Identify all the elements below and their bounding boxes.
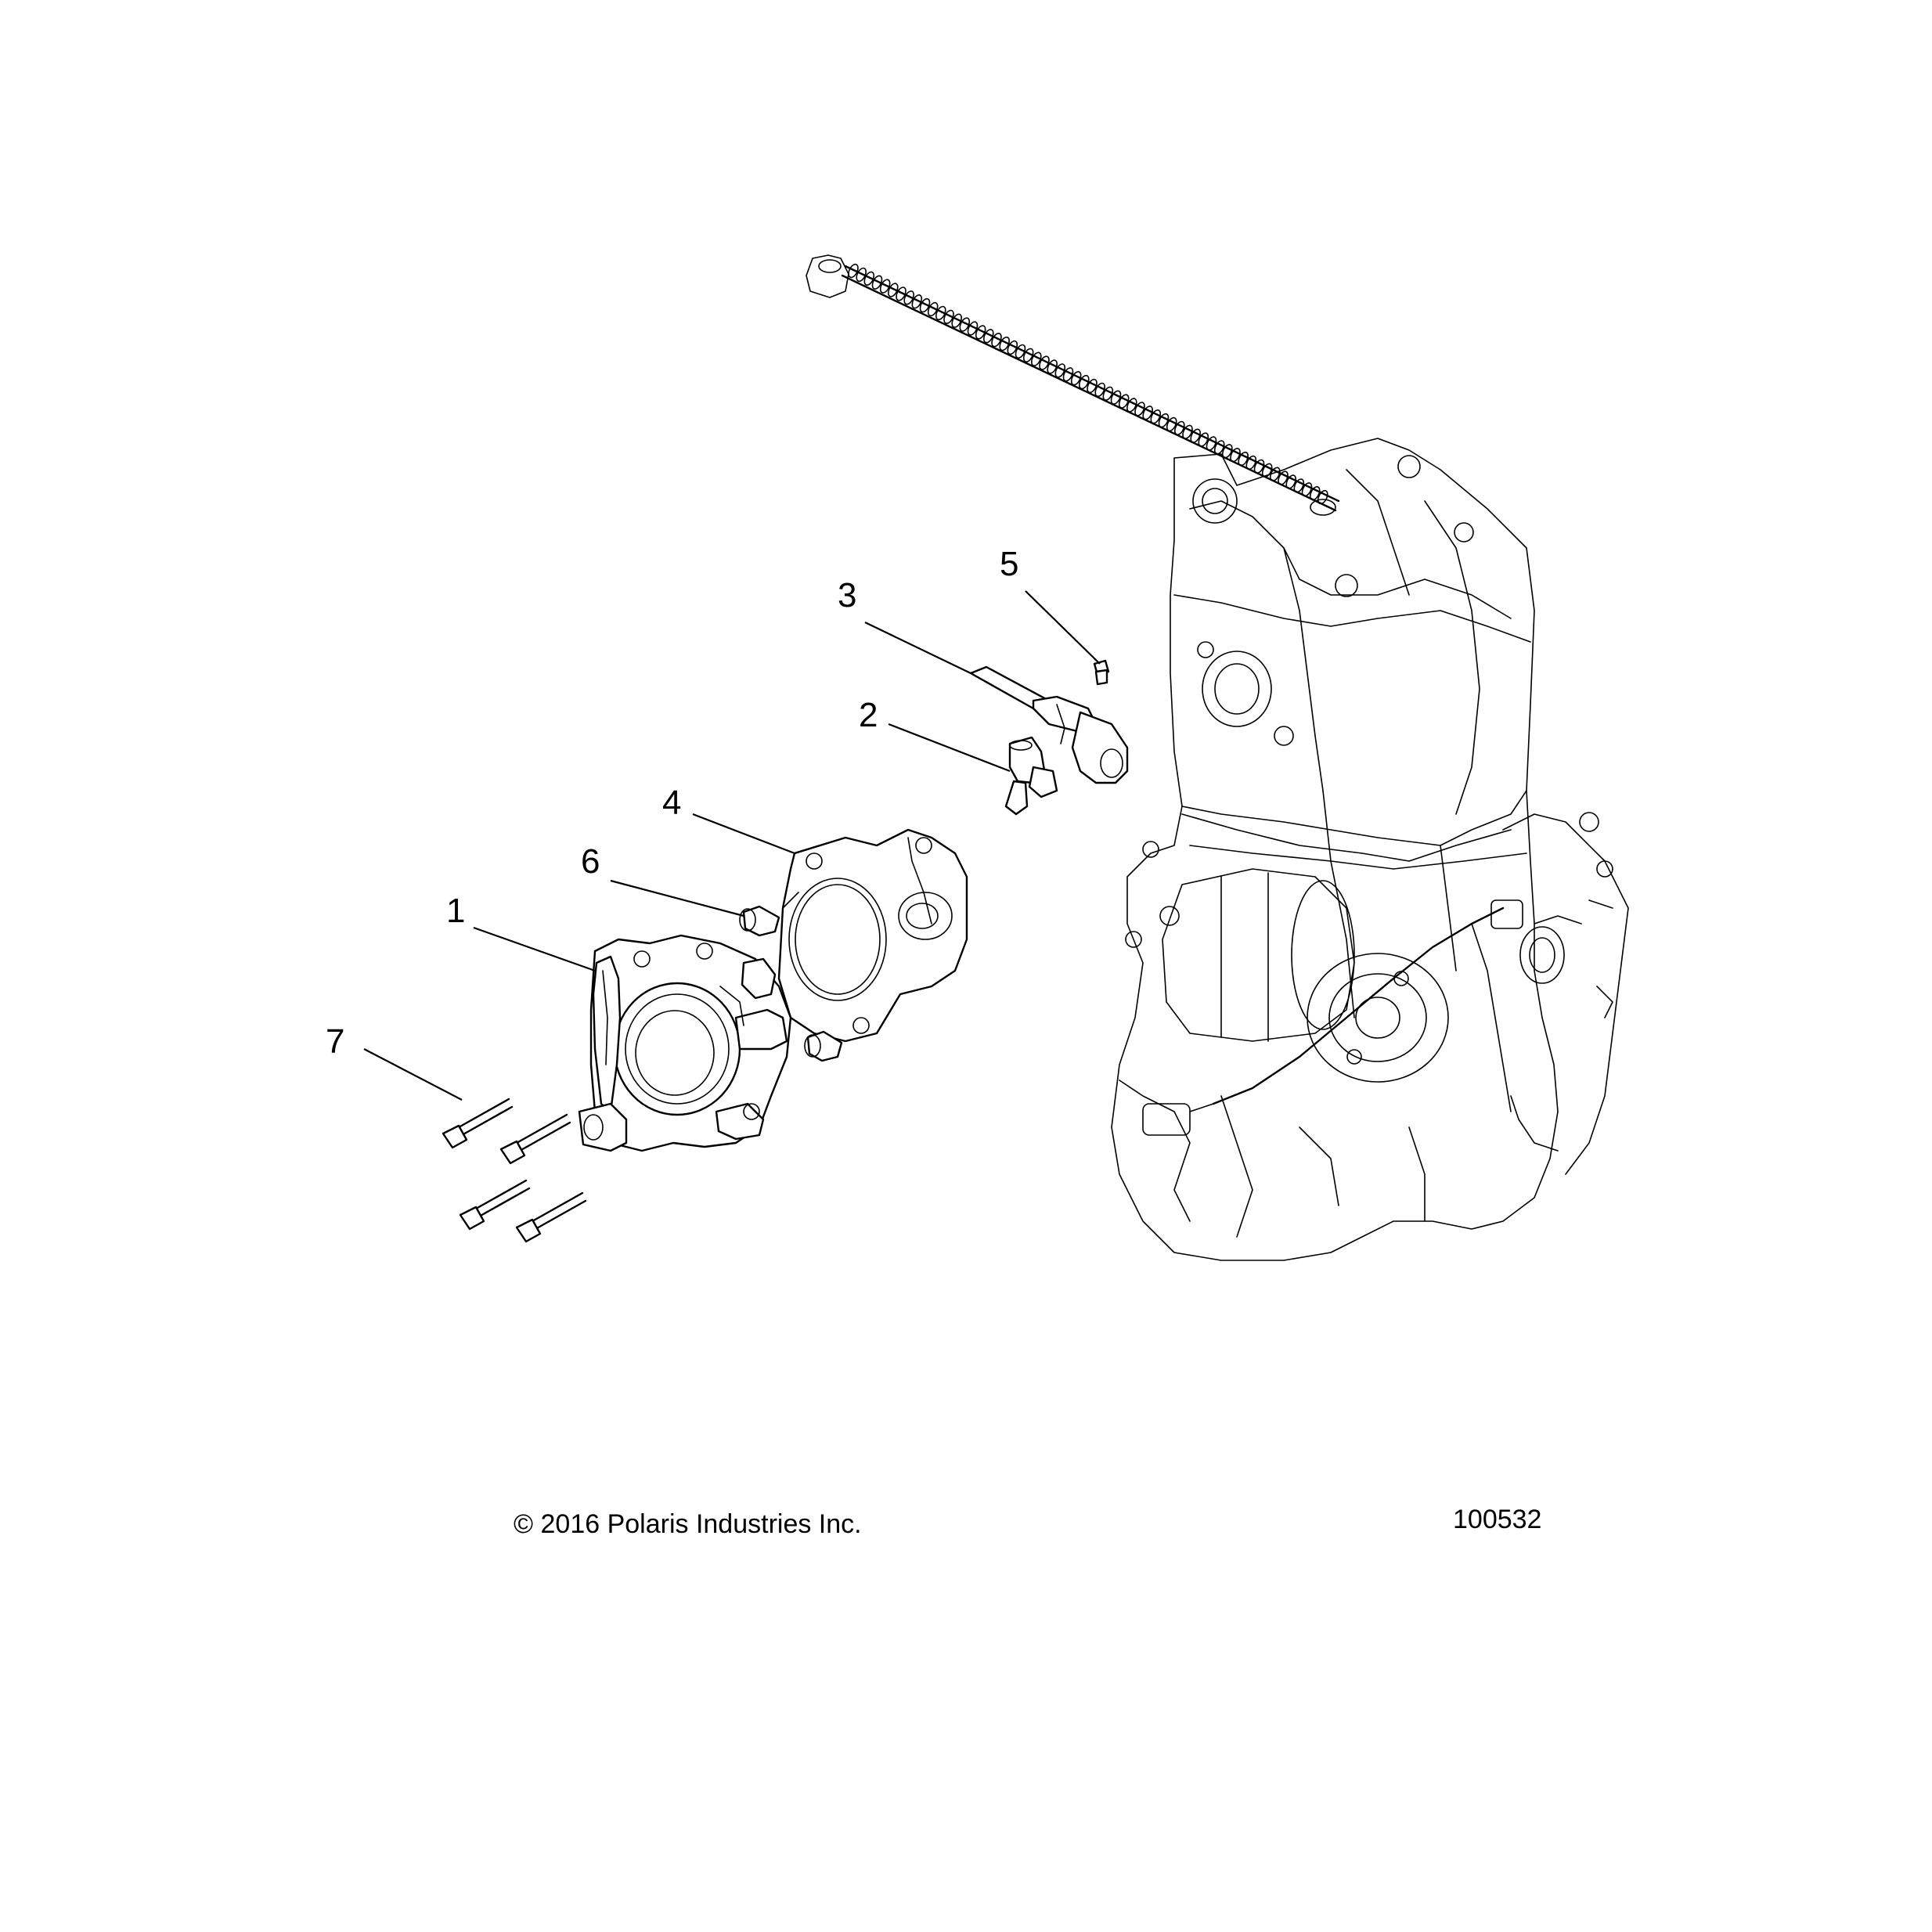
coil-loop bbox=[991, 333, 1002, 348]
coil-loop bbox=[1317, 489, 1328, 505]
callout-2: 2 bbox=[859, 696, 878, 734]
coil-loop bbox=[1182, 424, 1193, 439]
engine-assembly bbox=[1111, 438, 1629, 1261]
coil-loop bbox=[1190, 428, 1201, 443]
coil-loop bbox=[1158, 413, 1170, 428]
coil-loop bbox=[1253, 459, 1265, 474]
coil-loop bbox=[1094, 382, 1105, 398]
coil-loop bbox=[1166, 416, 1177, 432]
coil-loop bbox=[1031, 351, 1042, 366]
coil-loop bbox=[1126, 398, 1137, 413]
coil-loop bbox=[1301, 482, 1313, 497]
part-2-injector bbox=[1004, 736, 1058, 816]
coil-loop bbox=[1054, 363, 1066, 378]
coil-loop bbox=[1261, 463, 1273, 478]
coil-loop bbox=[1198, 432, 1209, 447]
coil-loop bbox=[856, 267, 867, 283]
part-5-bolt bbox=[1093, 659, 1110, 686]
coil-loop bbox=[1039, 355, 1050, 370]
coil-loop bbox=[1150, 409, 1162, 424]
coil-loop bbox=[1079, 374, 1090, 390]
part-7-bolts bbox=[442, 1098, 587, 1243]
coil-loop bbox=[1047, 359, 1058, 374]
coil-loop bbox=[1206, 436, 1217, 451]
leader-line-5 bbox=[1025, 590, 1101, 665]
part-4-adapter bbox=[777, 828, 968, 1043]
coil-loop bbox=[1118, 394, 1130, 409]
leader-line-2 bbox=[888, 723, 1011, 773]
coil-loop bbox=[1285, 474, 1296, 489]
coil-loop bbox=[1245, 455, 1257, 470]
part-6-bolts bbox=[739, 905, 843, 1062]
coil-loop bbox=[983, 329, 994, 344]
dipstick-coil bbox=[848, 263, 1328, 505]
coil-loop bbox=[1174, 420, 1185, 436]
coil-loop bbox=[1270, 467, 1281, 481]
coil-loop bbox=[888, 283, 899, 297]
coil-loop bbox=[943, 309, 954, 324]
coil-loop bbox=[1102, 386, 1114, 401]
leader-line-3 bbox=[864, 622, 971, 674]
coil-loop bbox=[1022, 348, 1034, 362]
coil-loop bbox=[1110, 390, 1122, 405]
leader-line-4 bbox=[692, 813, 795, 855]
copyright-text: © 2016 Polaris Industries Inc. bbox=[514, 1509, 862, 1539]
coil-loop bbox=[1087, 378, 1098, 394]
diagram-number: 100532 bbox=[1453, 1505, 1541, 1534]
coil-loop bbox=[1278, 470, 1289, 485]
coil-loop bbox=[879, 279, 891, 294]
coil-loop bbox=[975, 325, 986, 340]
callout-1: 1 bbox=[446, 892, 465, 930]
callout-6: 6 bbox=[581, 842, 600, 881]
coil-loop bbox=[1238, 451, 1249, 467]
callout-5: 5 bbox=[1000, 545, 1018, 583]
coil-loop bbox=[1222, 444, 1233, 459]
callout-4: 4 bbox=[662, 784, 681, 822]
coil-loop bbox=[951, 313, 962, 328]
coil-loop bbox=[896, 287, 907, 301]
part-1-throttle-body bbox=[578, 934, 792, 1152]
part-3-sensor bbox=[969, 665, 1129, 784]
coil-loop bbox=[871, 275, 883, 290]
coil-loop bbox=[967, 321, 979, 336]
callout-3: 3 bbox=[838, 576, 856, 615]
coil-loop bbox=[1230, 448, 1241, 463]
coil-loop bbox=[1142, 406, 1153, 420]
coil-loop bbox=[863, 271, 875, 286]
coil-loop bbox=[1007, 340, 1018, 355]
coil-loop bbox=[903, 290, 914, 305]
coil-loop bbox=[1309, 486, 1321, 501]
coil-loop bbox=[935, 305, 946, 321]
coil-loop bbox=[1134, 402, 1145, 416]
coil-loop bbox=[1070, 371, 1082, 386]
dipstick-tube bbox=[806, 254, 1340, 516]
coil-loop bbox=[911, 294, 923, 309]
coil-loop bbox=[999, 336, 1010, 351]
coil-loop bbox=[959, 317, 971, 332]
coil-loop bbox=[1015, 344, 1026, 359]
coil-loop bbox=[1062, 367, 1074, 382]
coil-loop bbox=[1213, 440, 1225, 455]
coil-loop bbox=[927, 301, 939, 317]
coil-loop bbox=[848, 263, 859, 279]
coil-loop bbox=[919, 297, 931, 313]
coil-loop bbox=[1293, 478, 1305, 493]
leader-line-1 bbox=[473, 926, 596, 972]
callout-7: 7 bbox=[326, 1022, 344, 1061]
leader-line-6 bbox=[610, 879, 744, 917]
leader-line-7 bbox=[363, 1048, 463, 1101]
